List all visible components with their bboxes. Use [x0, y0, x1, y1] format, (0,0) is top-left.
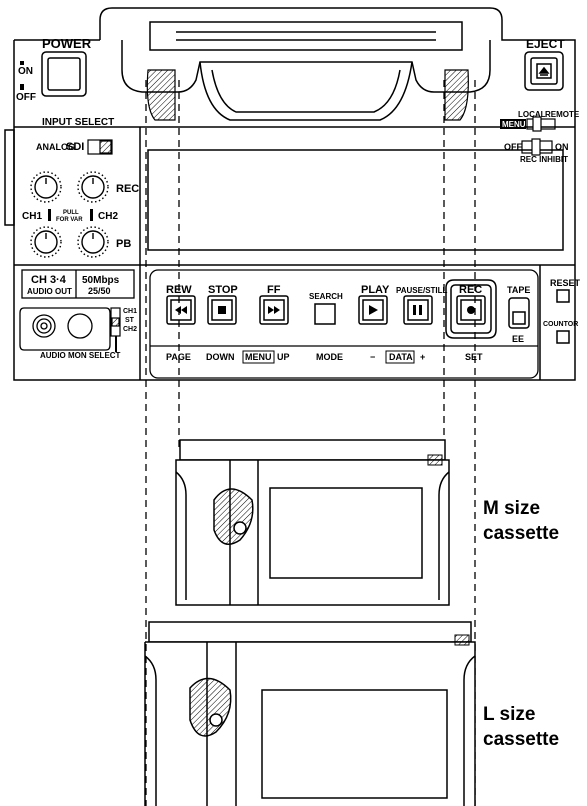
m-size-caption-line1: M size	[483, 498, 541, 519]
level-knob[interactable]	[67, 313, 93, 339]
data-box	[385, 350, 415, 364]
analog-label: ANALOG	[36, 142, 75, 152]
stop-button[interactable]	[207, 295, 237, 325]
headphone-jack[interactable]	[32, 314, 56, 338]
search-label: SEARCH	[309, 292, 343, 301]
audio-out-box	[21, 269, 135, 299]
menu-box	[242, 350, 275, 364]
reset-button[interactable]	[556, 289, 570, 303]
eject-button[interactable]	[524, 51, 564, 91]
rec-inhibit-off: OFF	[504, 142, 522, 152]
rec-inhibit-on: ON	[555, 142, 569, 152]
rew-button[interactable]	[166, 295, 196, 325]
mode-label: MODE	[316, 352, 343, 362]
rec-ch1-knob[interactable]	[30, 171, 62, 203]
audio-mon-select	[19, 307, 111, 351]
down-label: DOWN	[206, 352, 235, 362]
pause-still-label: PAUSE/STILL	[396, 286, 448, 295]
for-var-label: FOR VAR	[56, 217, 83, 223]
set-label: SET	[465, 352, 483, 362]
transport-block	[149, 269, 539, 379]
mon-ch1-label: CH1	[123, 308, 137, 315]
pull-label: PULL	[63, 210, 79, 216]
power-button[interactable]	[41, 51, 87, 97]
audio-out-label: AUDIO OUT	[27, 287, 72, 296]
pb-ch1-knob[interactable]	[30, 226, 62, 258]
audio-mon-label: AUDIO MON SELECT	[40, 351, 121, 360]
sdi-label: SDI	[66, 141, 84, 153]
audio-rate-label: 50Mbps	[82, 275, 120, 286]
counter-label: COUNTOR	[543, 321, 578, 328]
pb-knob-label: PB	[116, 238, 131, 250]
ff-label: FF	[267, 284, 281, 296]
rec-knob-label: REC	[116, 183, 139, 195]
audio-mon-switch[interactable]	[110, 307, 121, 337]
menu-badge	[500, 119, 526, 129]
power-off-label: OFF	[16, 92, 36, 103]
eject-label: EJECT	[526, 37, 565, 51]
local-label: LOCAL	[518, 110, 546, 119]
ch1-knob-label: CH1	[22, 211, 42, 222]
rec-ch2-knob[interactable]	[77, 171, 109, 203]
mon-ch2-label: CH2	[123, 326, 137, 333]
m-size-caption-line2: cassette	[483, 523, 560, 544]
cassette-guides	[146, 69, 469, 121]
m-size-cassette	[175, 439, 450, 606]
mon-st-label: ST	[125, 317, 135, 324]
play-button[interactable]	[358, 295, 388, 325]
up-label: UP	[277, 352, 290, 362]
audio-out-ch-label: CH 3·4	[31, 274, 67, 286]
ee-label: EE	[512, 334, 524, 344]
menu-function-label: MENU	[245, 352, 272, 362]
tape-ee-switch[interactable]	[508, 297, 530, 329]
power-label: POWER	[42, 36, 92, 51]
reset-label: RESET	[550, 278, 581, 288]
stop-label: STOP	[208, 284, 238, 296]
l-size-caption-line1: L size	[483, 704, 536, 725]
rec-button-label: REC	[459, 284, 482, 296]
power-on-label: ON	[18, 66, 33, 77]
l-size-caption-line2: cassette	[483, 729, 560, 750]
data-label: DATA	[389, 352, 413, 362]
search-button[interactable]	[314, 303, 336, 325]
local-remote-switch[interactable]	[526, 116, 556, 132]
plus-label: +	[420, 352, 425, 362]
play-label: PLAY	[361, 284, 390, 296]
minus-label: −	[370, 352, 375, 362]
pb-ch2-knob[interactable]	[77, 226, 109, 258]
ff-button[interactable]	[259, 295, 289, 325]
tape-label: TAPE	[507, 285, 530, 295]
remote-label: REMOTE	[545, 110, 580, 119]
menu-badge-label: MENU	[502, 120, 526, 129]
input-select-title: INPUT SELECT	[42, 117, 114, 128]
audio-ratio-label: 25/50	[88, 286, 111, 296]
rec-inhibit-title: REC INHIBIT	[520, 155, 568, 164]
pause-still-button[interactable]	[403, 295, 433, 325]
counter-button[interactable]	[556, 330, 570, 344]
input-select-switch[interactable]	[87, 139, 113, 155]
l-size-cassette	[144, 621, 476, 806]
ch2-knob-label: CH2	[98, 211, 118, 222]
rec-button[interactable]	[445, 279, 497, 339]
deck-front-panel	[4, 7, 576, 381]
rec-inhibit-switch[interactable]	[521, 138, 553, 156]
